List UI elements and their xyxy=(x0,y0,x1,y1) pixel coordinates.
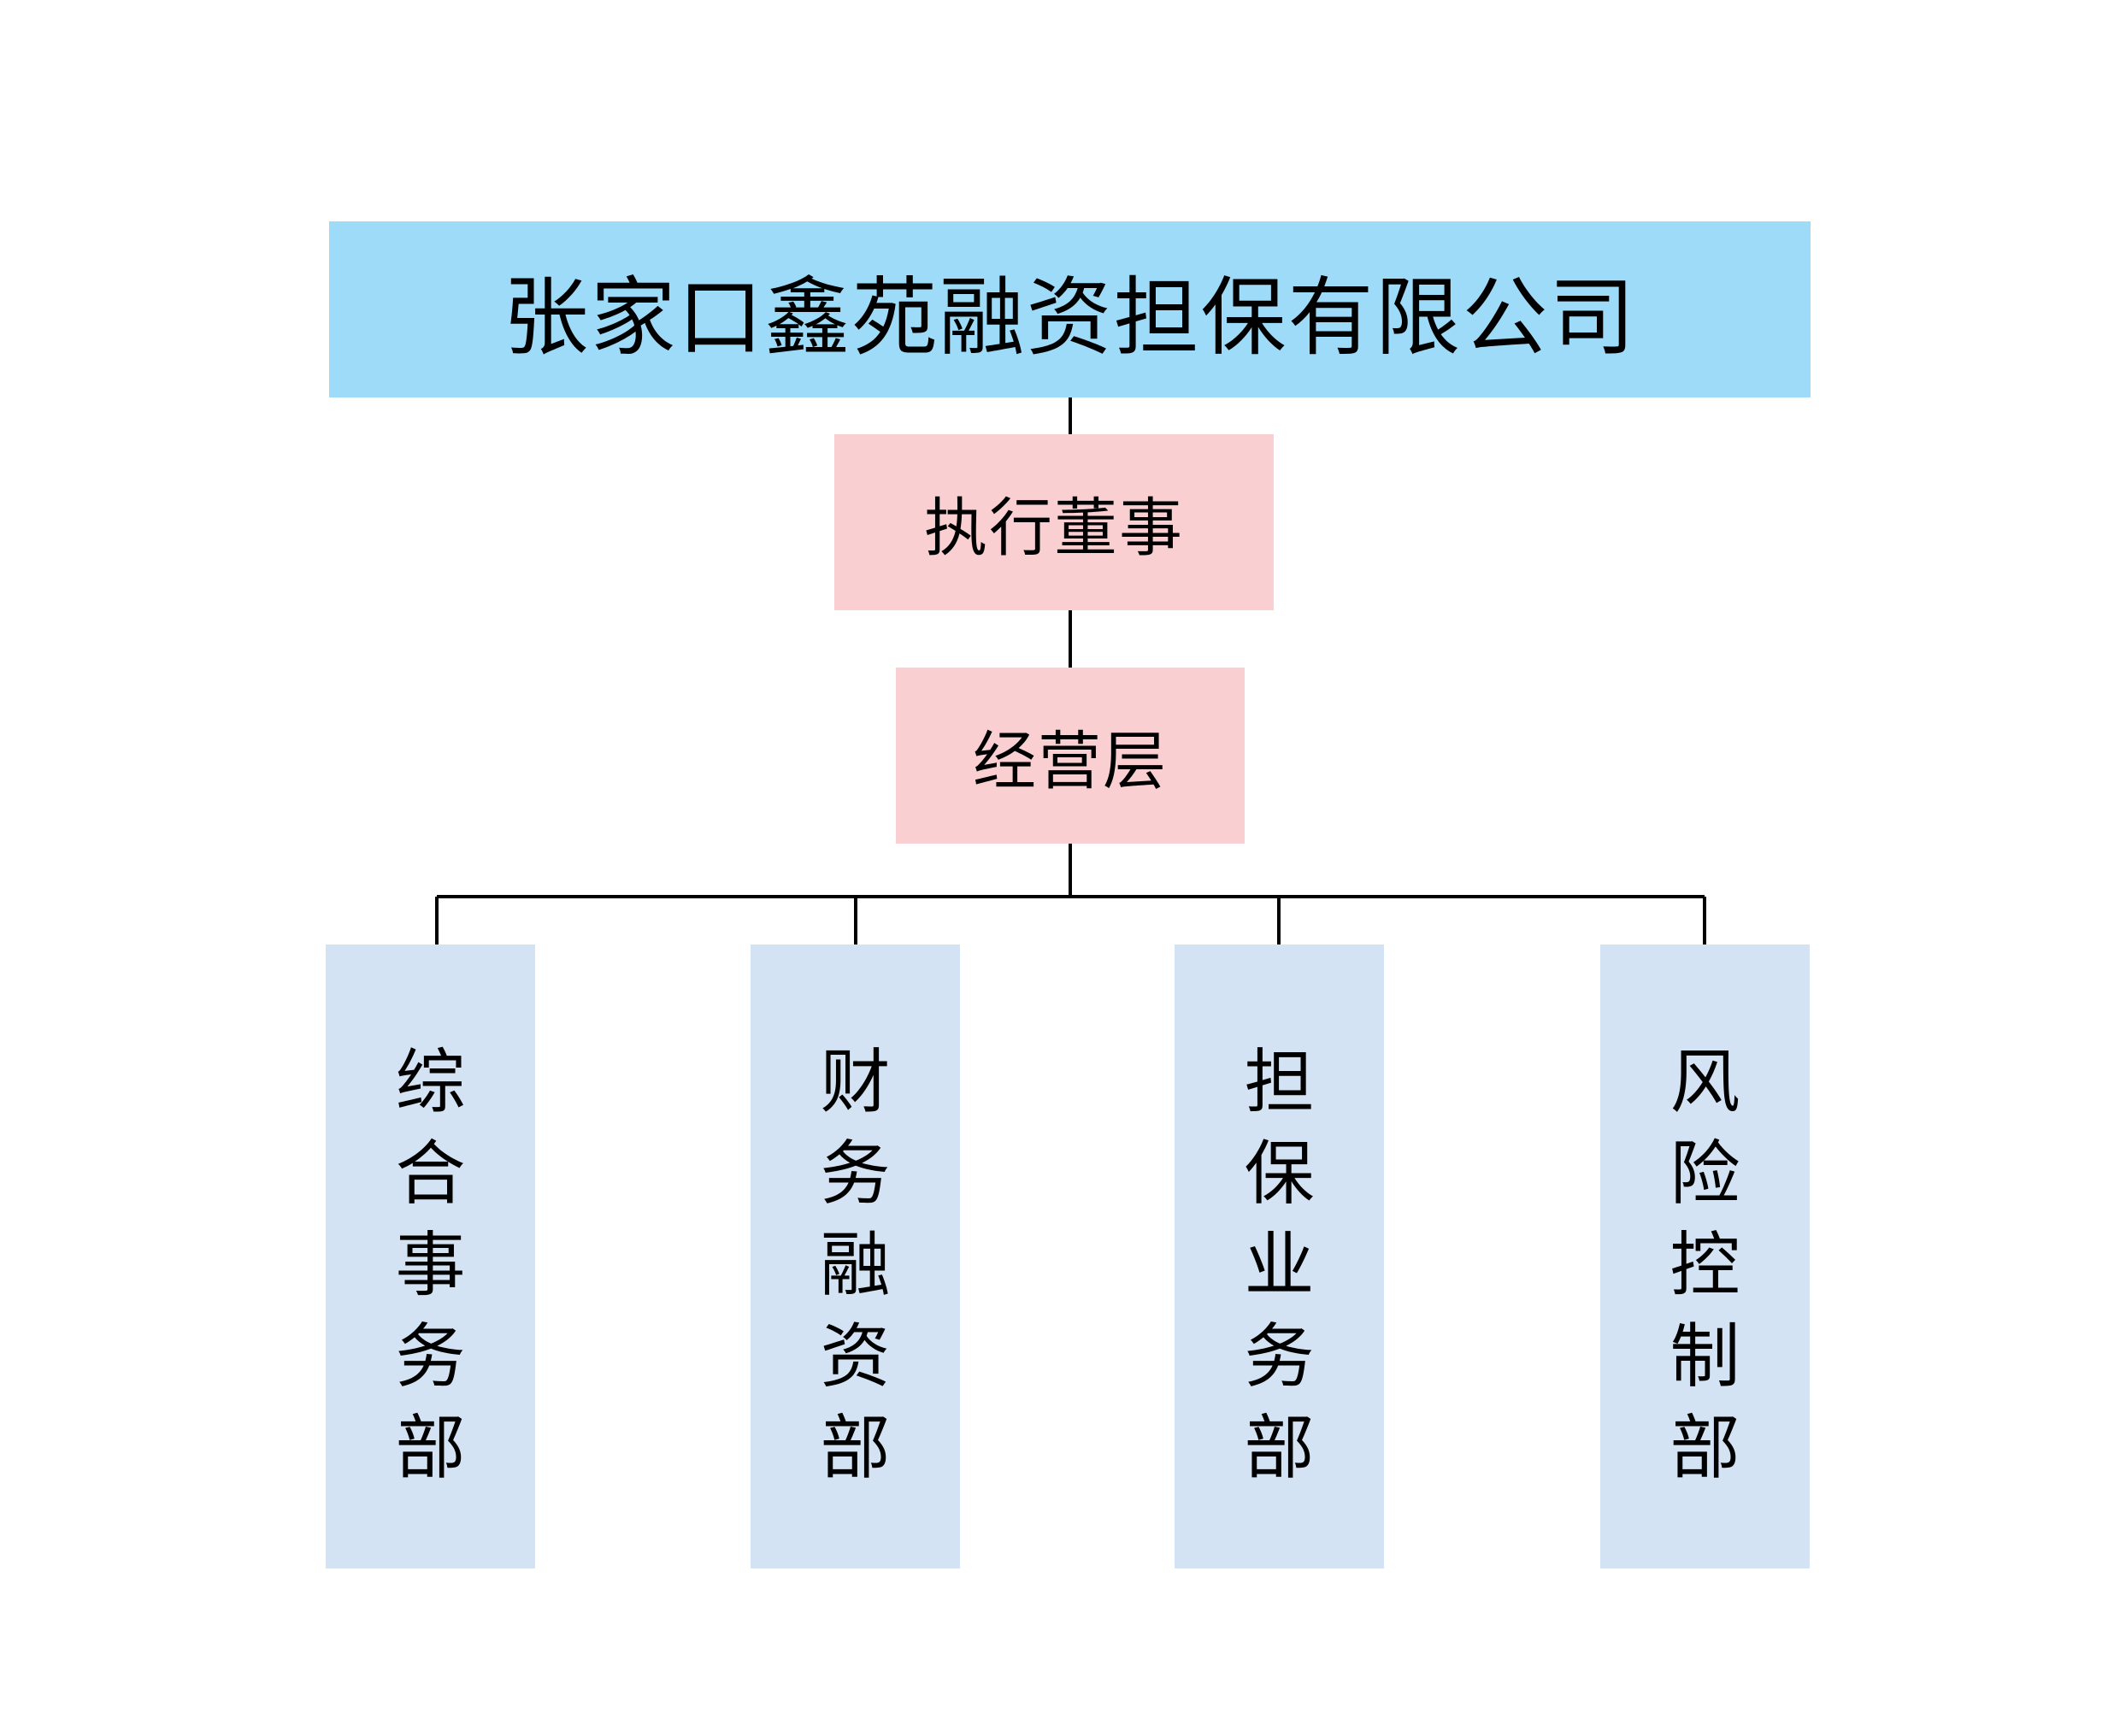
company-name: 张家口鑫苑融资担保有限公司 xyxy=(503,267,1637,368)
department-box-risk-control: 风险控制部 xyxy=(1600,945,1810,1568)
department-box-guarantee-business: 担保业务部 xyxy=(1175,945,1384,1568)
department-label: 财务融资部 xyxy=(820,1042,891,1489)
department-label: 综合事务部 xyxy=(395,1042,466,1489)
department-label: 担保业务部 xyxy=(1244,1042,1315,1489)
department-box-finance: 财务融资部 xyxy=(751,945,960,1568)
executive-director-label: 执行董事 xyxy=(924,491,1184,565)
department-box-general-affairs: 综合事务部 xyxy=(326,945,535,1568)
department-label: 风险控制部 xyxy=(1670,1042,1740,1489)
management-label: 经营层 xyxy=(973,724,1168,798)
company-box: 张家口鑫苑融资担保有限公司 xyxy=(329,221,1811,397)
management-box: 经营层 xyxy=(896,668,1245,844)
executive-director-box: 执行董事 xyxy=(834,434,1274,610)
